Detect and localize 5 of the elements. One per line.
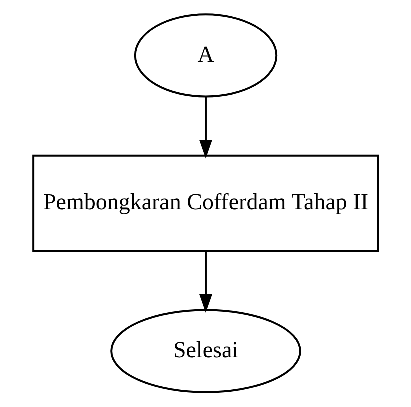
- node-ellipse: A: [134, 14, 278, 98]
- arrow: [198, 252, 212, 313]
- node-box: Pembongkaran Cofferdam Tahap II: [32, 154, 379, 252]
- node-ellipse: Selesai: [110, 309, 301, 394]
- arrow: [198, 96, 212, 159]
